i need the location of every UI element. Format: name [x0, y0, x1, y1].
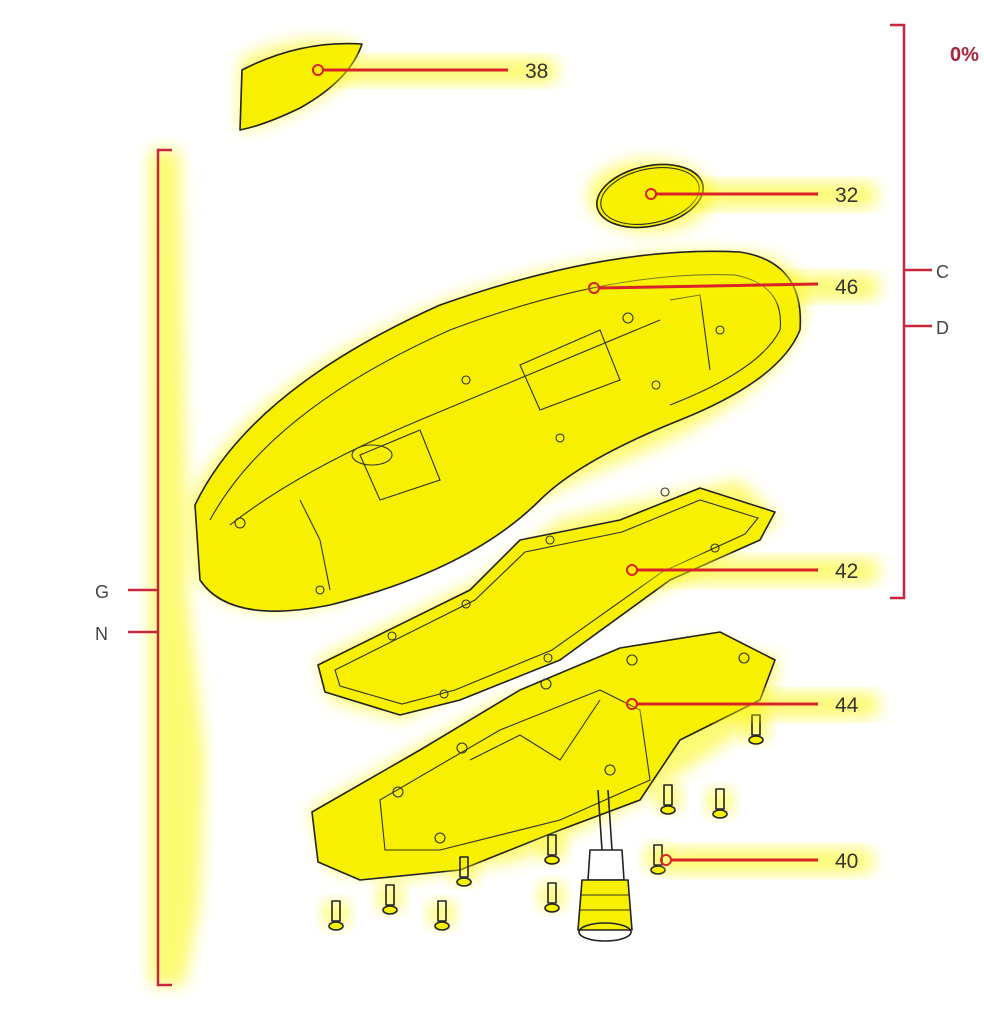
callout-40-label: 40	[835, 850, 858, 873]
screw	[706, 788, 734, 819]
callout-42[interactable]: 42	[626, 558, 880, 584]
right-bracket: C D	[890, 23, 949, 600]
screw	[654, 784, 682, 815]
screw	[428, 900, 456, 931]
callout-44-label: 44	[835, 694, 859, 717]
callout-44[interactable]: 44	[626, 692, 880, 718]
part-42-gasket[interactable]	[317, 480, 780, 720]
part-38-lens[interactable]	[239, 40, 363, 131]
callout-46[interactable]: 46	[588, 274, 880, 300]
part-46-housing-shell[interactable]	[190, 250, 805, 612]
callout-38[interactable]: 38	[312, 58, 558, 84]
bracket-label-c: C	[936, 262, 949, 282]
callout-32-label: 32	[835, 184, 858, 207]
callout-38-label: 38	[525, 60, 548, 83]
callout-32[interactable]: 32	[645, 182, 878, 208]
bracket-label-n: N	[95, 624, 108, 644]
screw	[376, 884, 404, 915]
callout-46-label: 46	[835, 276, 858, 299]
screw	[322, 900, 350, 931]
screw	[450, 856, 478, 887]
callout-42-label: 42	[835, 560, 858, 583]
part-40-screws[interactable]	[322, 714, 770, 931]
screw	[538, 834, 566, 865]
left-bracket-highlight	[150, 150, 205, 985]
left-bracket: G N	[95, 148, 172, 987]
callout-40[interactable]: 40	[660, 848, 874, 874]
screw	[742, 714, 770, 745]
bracket-label-d: D	[936, 318, 949, 338]
screw	[538, 882, 566, 913]
bracket-label-g: G	[95, 582, 109, 602]
percent-indicator: 0%	[950, 44, 979, 66]
